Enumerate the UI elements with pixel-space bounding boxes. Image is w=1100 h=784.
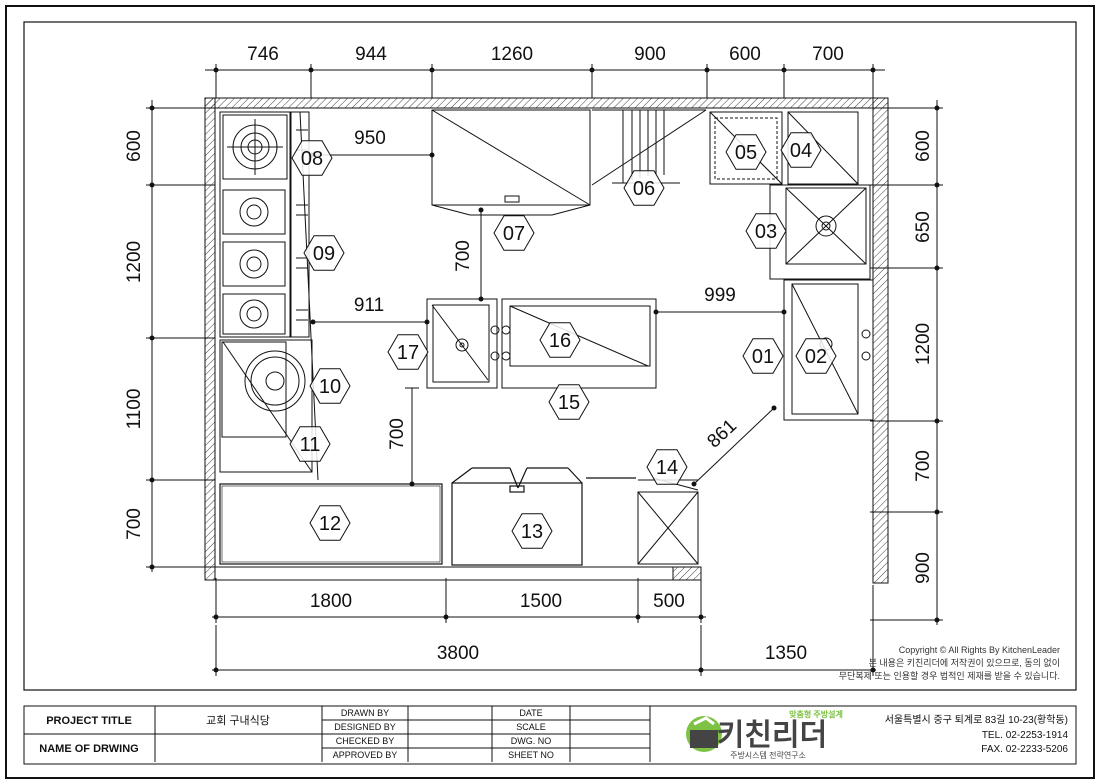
equipment-marker-16 xyxy=(539,322,581,358)
dim-999: 999 xyxy=(704,285,736,306)
dim-top-2: 944 xyxy=(355,44,387,65)
sink-17 xyxy=(426,298,500,389)
sheet-no-label: SHEET NO xyxy=(508,750,554,760)
worktable-16 xyxy=(501,298,657,389)
scale-label: SCALE xyxy=(516,722,546,732)
company-tel: TEL. 02-2253-1914 xyxy=(982,730,1069,741)
equipment-marker-01 xyxy=(742,338,784,374)
drawing-frame xyxy=(23,21,1077,691)
leader-lines xyxy=(312,154,784,485)
drawn-by-label: DRAWN BY xyxy=(341,708,389,718)
equipment-number-04: 04 xyxy=(790,140,812,162)
walls xyxy=(204,97,889,584)
equipment-number-01: 01 xyxy=(752,346,774,368)
dim-right-3: 1200 xyxy=(913,323,934,365)
equipment-number-03: 03 xyxy=(755,221,777,243)
equipment-number-12: 12 xyxy=(319,513,341,535)
equipment-number-17: 17 xyxy=(397,342,419,364)
approved-by-label: APPROVED BY xyxy=(333,750,398,760)
equipment-marker-11 xyxy=(289,426,331,462)
equipment-marker-15 xyxy=(548,384,590,420)
equipment-marker-08 xyxy=(291,140,333,176)
designed-by-label: DESIGNED BY xyxy=(334,722,396,732)
sink-13 xyxy=(451,467,636,566)
equipment-marker-12 xyxy=(309,505,351,541)
copyright-line-1: Copyright © All Rights By KitchenLeader xyxy=(899,645,1060,655)
copyright-line-3: 무단복제 또는 인용할 경우 법적인 제재를 받을 수 있습니다. xyxy=(839,670,1060,681)
dim-911: 911 xyxy=(354,295,384,316)
copyright-line-2: 본 내용은 키친리더에 저작권이 있으므로, 동의 없이 xyxy=(869,657,1060,668)
equipment-marker-05 xyxy=(725,134,767,170)
dim-left-3: 1100 xyxy=(124,389,145,430)
kitchenleader-logo: 키친리더 맞춤형 주방설계 주방시스템 전략연구소 xyxy=(686,709,843,760)
project-title-value: 교회 구내식당 xyxy=(206,714,270,727)
equipment-number-13: 13 xyxy=(521,521,543,543)
worktable-12 xyxy=(219,483,443,565)
logo-name: 키친리더 xyxy=(717,719,827,752)
company-address: 서울특별시 중구 퇴계로 83길 10-23(황학동) xyxy=(885,713,1068,726)
equipment-labels: 01 02 03 04 05 06 07 08 09 10 11 12 13 14 15 16 17 xyxy=(289,132,837,549)
company-fax: FAX. 02-2233-5206 xyxy=(981,744,1068,755)
equipment-number-11: 11 xyxy=(300,434,321,456)
dim-right-5: 900 xyxy=(913,552,934,584)
equipment-marker-10 xyxy=(309,368,351,404)
equipment-number-05: 05 xyxy=(735,142,757,164)
equipment-number-16: 16 xyxy=(549,330,571,352)
equipment-marker-17 xyxy=(387,334,429,370)
equipment-marker-09 xyxy=(303,235,345,271)
equipment-marker-02 xyxy=(795,338,837,374)
dim-861: 861 xyxy=(703,415,741,452)
dim-total-2: 1350 xyxy=(765,643,807,664)
dim-bottom-1: 1800 xyxy=(310,591,352,612)
equipment-marker-07 xyxy=(493,215,535,251)
dim-950: 950 xyxy=(354,128,386,149)
equipment-number-14: 14 xyxy=(656,457,678,479)
dim-left-1: 600 xyxy=(124,130,145,162)
equipment-marker-13 xyxy=(511,513,553,549)
dim-right-1: 600 xyxy=(913,130,934,162)
dim-total-1: 3800 xyxy=(437,643,479,664)
worktable-07 xyxy=(431,109,591,216)
equipment-number-10: 10 xyxy=(319,376,341,398)
dim-top-3: 1260 xyxy=(491,44,533,65)
equipment-number-07: 07 xyxy=(503,223,525,245)
dim-right-2: 650 xyxy=(913,211,934,243)
dim-top-5: 600 xyxy=(729,44,761,65)
equipment-number-15: 15 xyxy=(558,392,580,414)
logo-tagline: 맞춤형 주방설계 xyxy=(789,709,843,719)
dim-top-1: 746 xyxy=(247,44,279,65)
burner-range xyxy=(219,111,319,481)
outer-border xyxy=(5,5,1095,779)
equipment-marker-06 xyxy=(623,170,665,206)
dim-top-6: 700 xyxy=(812,44,844,65)
equipment-number-06: 06 xyxy=(633,178,655,200)
cabinet-14 xyxy=(637,477,699,565)
equipment-number-08: 08 xyxy=(301,148,323,170)
dim-left-2: 1200 xyxy=(124,241,145,283)
equipment-number-09: 09 xyxy=(313,243,335,265)
project-title-label: PROJECT TITLE xyxy=(46,715,132,727)
equipment-marker-03 xyxy=(745,213,787,249)
dim-700-lower: 700 xyxy=(387,418,408,450)
equipment-marker-04 xyxy=(780,132,822,168)
dim-top-4: 900 xyxy=(634,44,666,65)
logo-subtitle: 주방시스템 전략연구소 xyxy=(730,750,806,760)
dim-bottom-2: 1500 xyxy=(520,591,562,612)
dim-left-4: 700 xyxy=(124,508,145,540)
dwg-no-label: DWG. NO xyxy=(511,736,552,746)
title-block xyxy=(23,705,1077,765)
equipment-number-02: 02 xyxy=(805,346,827,368)
shelf-06 xyxy=(591,109,707,186)
date-label: DATE xyxy=(519,708,542,718)
dim-right-4: 700 xyxy=(913,450,934,482)
name-of-drawing-label: NAME OF DRWING xyxy=(39,743,138,755)
dim-bottom-3: 500 xyxy=(653,591,685,612)
dim-700-upper: 700 xyxy=(453,240,474,272)
equipment-marker-14 xyxy=(646,449,688,485)
checked-by-label: CHECKED BY xyxy=(336,736,395,746)
